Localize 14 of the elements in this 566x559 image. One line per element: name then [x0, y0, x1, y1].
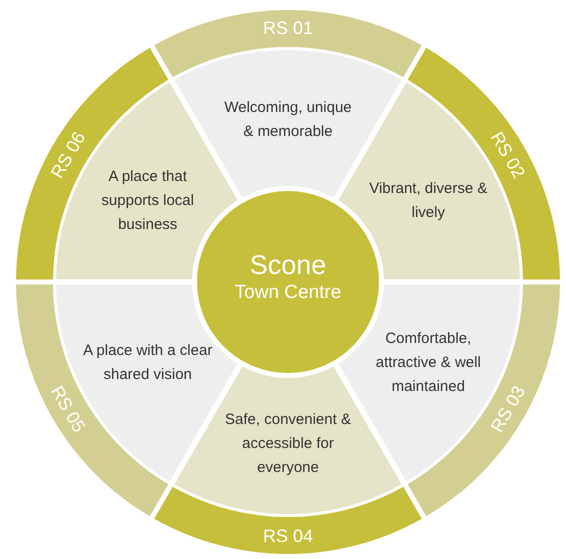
ring-band — [154, 486, 422, 554]
band-label: RS 01 — [262, 17, 314, 40]
segment-label: A place that supports local business — [100, 167, 195, 235]
ring-band — [154, 10, 422, 78]
segment-label: Vibrant, diverse & lively — [368, 179, 488, 223]
band-label: RS 04 — [262, 525, 314, 548]
band-label: RS 02 — [486, 127, 530, 182]
segment-label: Comfortable, attractive & well maintained — [374, 329, 482, 397]
segment-label: Safe, convenient & accessible for everyone — [224, 410, 352, 478]
segment-label: Welcoming, unique & memorable — [223, 98, 353, 142]
centre-subtitle: Town Centre — [234, 281, 342, 305]
band-label: RS 06 — [46, 127, 90, 183]
centre-title: Scone — [250, 249, 326, 281]
band-label: RS 03 — [486, 381, 530, 437]
